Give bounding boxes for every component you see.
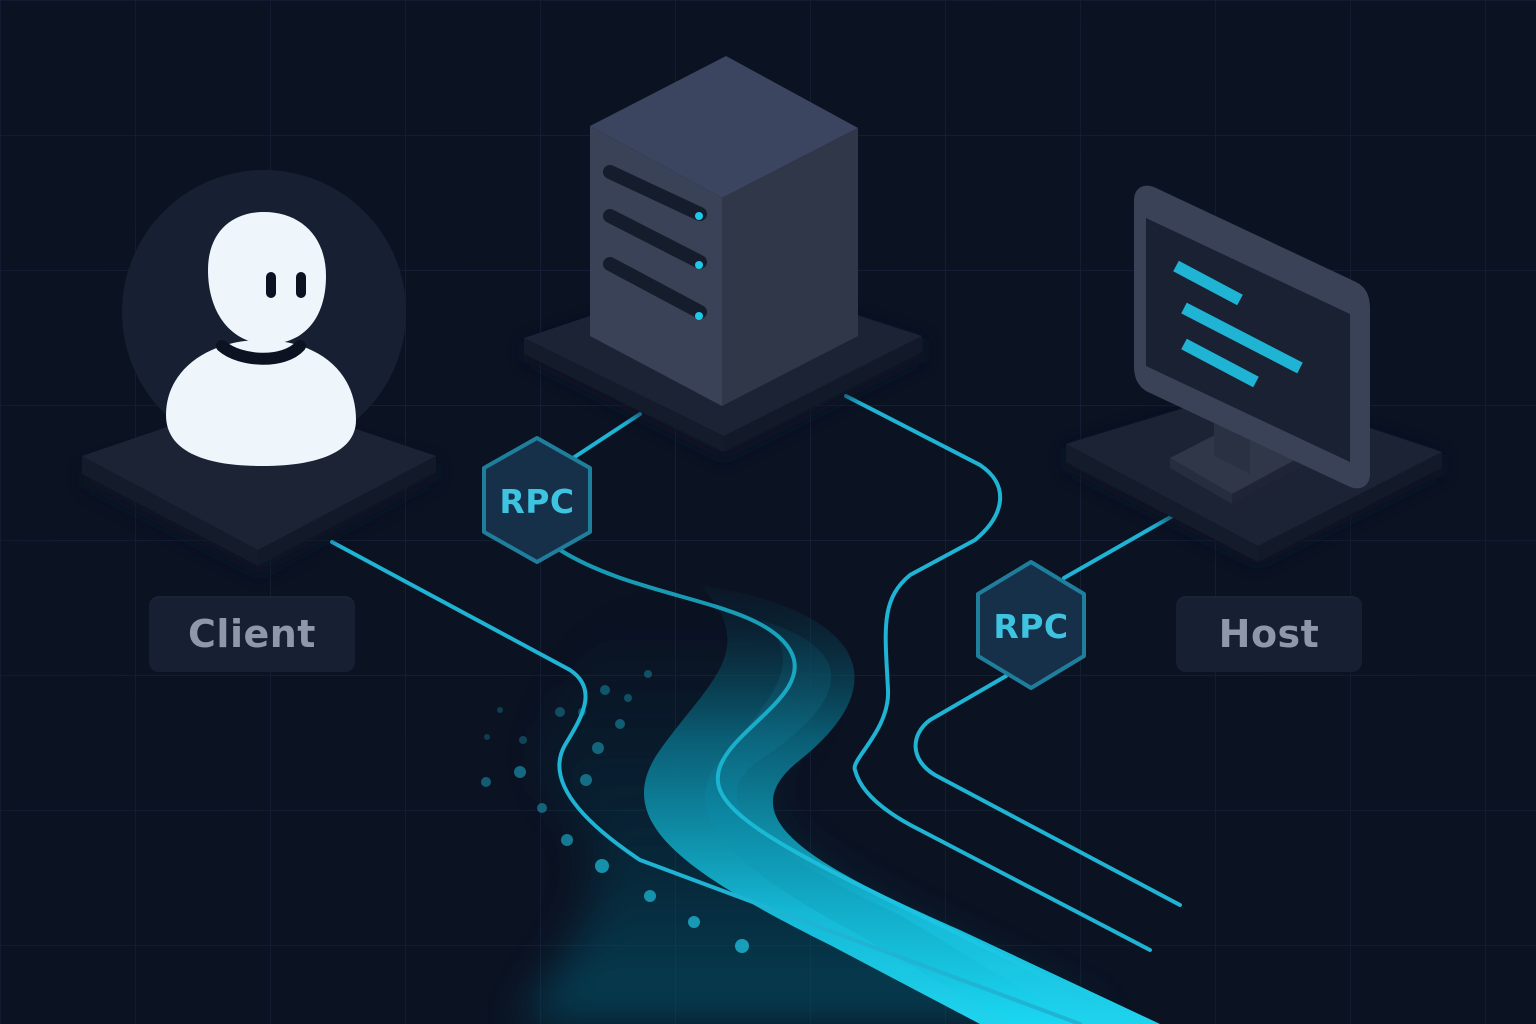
server-rpc-left-line [568, 412, 642, 462]
host-node[interactable] [1066, 185, 1442, 566]
monitor-icon [1134, 185, 1370, 504]
rpc-badge-left[interactable]: RPC [482, 436, 592, 564]
host-label: Host [1176, 596, 1362, 672]
rpc-badge-right[interactable]: RPC [976, 560, 1086, 690]
server-rack-icon [590, 56, 858, 406]
rpc-badge-left-label: RPC [499, 482, 574, 521]
rpc-right-out-line [913, 674, 1182, 907]
particle-dots [481, 670, 749, 953]
connection-lines [330, 394, 1182, 1024]
server-host-line [844, 394, 1152, 952]
data-stream [520, 548, 1160, 1024]
client-connection-line [330, 540, 1082, 1024]
user-avatar-icon [166, 212, 356, 466]
host-rpc-right-line [1062, 512, 1178, 580]
client-node[interactable] [82, 170, 436, 576]
server-node[interactable] [524, 56, 924, 460]
rpc-badge-right-label: RPC [993, 607, 1068, 646]
client-label: Client [149, 596, 355, 672]
